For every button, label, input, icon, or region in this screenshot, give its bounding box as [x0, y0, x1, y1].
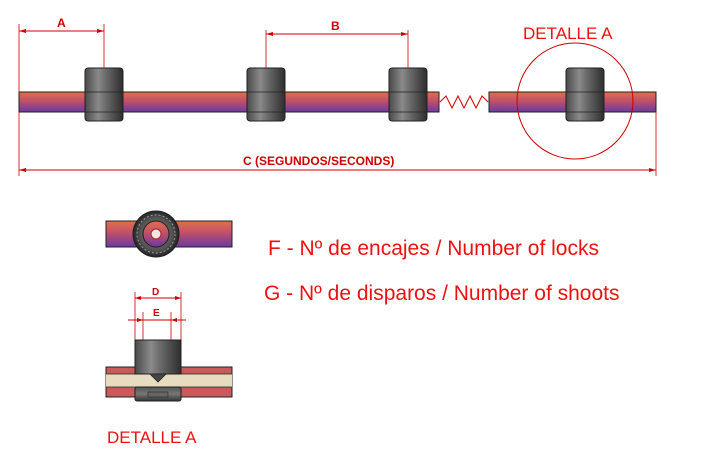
lock-3	[388, 67, 428, 122]
lock-2	[246, 67, 286, 122]
main-rod-left	[18, 91, 440, 113]
dimension-e-label: E	[153, 308, 160, 319]
lock-1	[84, 67, 124, 122]
dimension-c: C (SEGUNDOS/SECONDS)	[18, 112, 657, 176]
detail-a-title-bottom: DETALLE A	[107, 428, 197, 447]
legend-g: G - Nº de disparos / Number of shoots	[264, 282, 619, 305]
dimension-a-label: A	[57, 16, 66, 30]
legend-f: F - Nº de encajes / Number of locks	[268, 237, 599, 260]
dimension-c-label: C (SEGUNDOS/SECONDS)	[243, 154, 394, 168]
dimension-b-label: B	[331, 19, 340, 33]
dimension-a: A	[18, 16, 105, 92]
lock-4	[565, 67, 605, 122]
end-view	[105, 210, 233, 258]
detail-a-circle	[516, 42, 634, 160]
dimension-d-label: D	[152, 287, 159, 298]
dimension-b: B	[265, 19, 409, 68]
spring-break-symbol	[439, 94, 489, 110]
detail-a-title-top: DETALLE A	[523, 24, 613, 43]
section-view: D E	[105, 287, 233, 402]
